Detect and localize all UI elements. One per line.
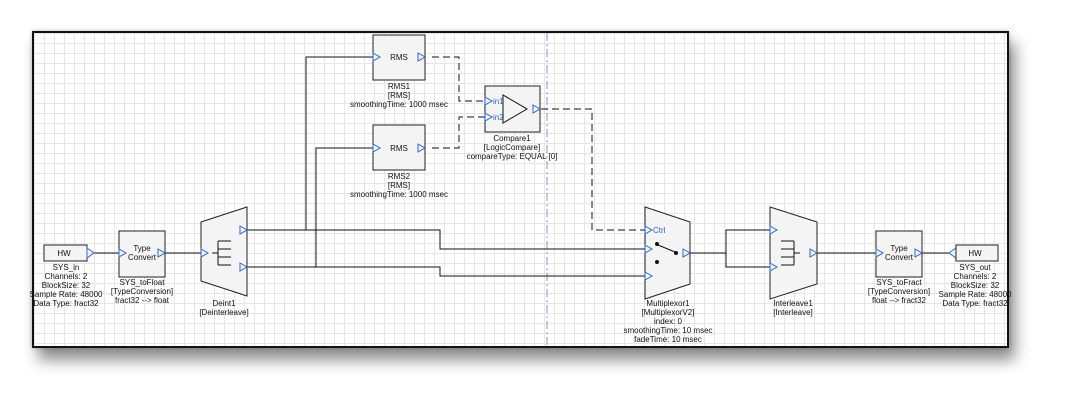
block-param: BlockSize: 32 — [951, 281, 1000, 290]
input-pin-icon[interactable] — [769, 262, 779, 272]
wires — [94, 56, 949, 277]
output-pin-icon[interactable] — [157, 248, 167, 258]
block-param: Sample Rate: 48000 — [939, 290, 1012, 299]
block-deint1[interactable]: Deint1 [Deinterleave] — [199, 206, 249, 317]
block-type: [Deinterleave] — [199, 308, 248, 317]
wire-interleave-loop-bot[interactable] — [725, 253, 770, 268]
input-pin-icon[interactable] — [644, 244, 654, 254]
block-inner-label: Type — [890, 244, 908, 253]
block-param: fract32 --> float — [115, 296, 170, 305]
block-inner-label: RMS — [390, 53, 408, 62]
block-type: [LogicCompare] — [484, 143, 540, 152]
block-sys-in[interactable]: HW SYS_in Channels: 2 BlockSize: 32 Samp… — [30, 244, 103, 308]
output-pin-icon[interactable] — [239, 225, 249, 235]
block-name: Multiplexor1 — [646, 299, 690, 308]
input-pin-icon[interactable] — [769, 225, 779, 235]
deinterleave-icon — [212, 240, 231, 266]
block-type: [RMS] — [388, 181, 410, 190]
input-pin-icon[interactable] — [372, 143, 382, 153]
block-type: [MultiplexorV2] — [642, 308, 695, 317]
input-pin-icon[interactable] — [200, 248, 210, 258]
block-inner-label: HW — [57, 249, 71, 258]
output-pin-icon[interactable] — [239, 262, 249, 272]
block-param: smoothingTime: 10 msec — [623, 326, 712, 335]
block-interleave1[interactable]: Interleave1 [Interleave] — [769, 206, 819, 317]
input-pin-icon[interactable] — [118, 248, 128, 258]
output-pin-icon[interactable] — [86, 247, 95, 259]
block-param: float --> fract32 — [872, 296, 927, 305]
wire-compare-to-ctrl[interactable] — [541, 108, 645, 231]
block-param: Channels: 2 — [954, 272, 997, 281]
block-sys-tofract[interactable]: Type Convert SYS_toFract [TypeConversion… — [868, 230, 930, 305]
wire-to-rms2[interactable] — [315, 147, 373, 267]
output-pin-icon[interactable] — [809, 248, 819, 258]
block-param: index: 0 — [654, 317, 683, 326]
block-sys-tofloat[interactable]: Type Convert SYS_toFloat [TypeConversion… — [111, 230, 173, 305]
comparator-icon — [502, 94, 528, 124]
wire-deint-bot-to-mux[interactable] — [247, 266, 645, 277]
block-name: SYS_toFloat — [120, 278, 166, 287]
block-param: smoothingTime: 1000 msec — [350, 100, 448, 109]
block-type: [TypeConversion] — [868, 287, 930, 296]
block-name: SYS_in — [53, 263, 80, 272]
block-param: smoothingTime: 1000 msec — [350, 190, 448, 199]
block-name: SYS_out — [959, 263, 991, 272]
input-pin-icon[interactable] — [875, 248, 885, 258]
block-sys-out[interactable]: HW SYS_out Channels: 2 BlockSize: 32 Sam… — [939, 244, 1012, 308]
output-pin-icon[interactable] — [417, 143, 427, 153]
block-type: [TypeConversion] — [111, 287, 173, 296]
block-name: Interleave1 — [773, 299, 813, 308]
block-type: [RMS] — [388, 91, 410, 100]
pin-label: Ctrl — [653, 226, 666, 235]
block-rms2[interactable]: RMS RMS2 [RMS] smoothingTime: 1000 msec — [350, 124, 448, 199]
input-pin-icon[interactable] — [644, 225, 654, 235]
input-pin-icon[interactable] — [644, 271, 654, 281]
block-param: Data Type: fract32 — [33, 299, 99, 308]
output-pin-icon[interactable] — [682, 248, 692, 258]
input-pin-icon[interactable] — [372, 52, 382, 62]
block-param: Channels: 2 — [45, 272, 88, 281]
block-name: SYS_toFract — [876, 278, 922, 287]
pin-label: in1 — [493, 97, 504, 106]
block-name: Compare1 — [493, 134, 531, 143]
block-multiplexor1[interactable]: Ctrl Multiplexor1 [MultiplexorV2] index:… — [623, 206, 713, 344]
block-inner-label: HW — [968, 249, 982, 258]
block-inner-label: Type — [133, 244, 151, 253]
block-name: Deint1 — [212, 299, 236, 308]
output-pin-icon[interactable] — [914, 248, 924, 258]
block-rms1[interactable]: RMS RMS1 [RMS] smoothingTime: 1000 msec — [350, 34, 448, 109]
block-param: Data Type: fract32 — [942, 299, 1008, 308]
switch-icon — [655, 242, 678, 264]
block-compare1[interactable]: in1 in2 Compare1 [LogicCompare] compareT… — [467, 85, 558, 161]
wire-rms1-to-compare[interactable] — [432, 56, 485, 102]
diagram-canvas[interactable] — [32, 31, 1009, 348]
pin-label: in2 — [493, 113, 504, 122]
wire-deint-top-to-mux[interactable] — [247, 229, 645, 250]
block-name: RMS1 — [388, 82, 411, 91]
block-param: fadeTime: 10 msec — [634, 335, 702, 344]
interleave-icon — [781, 240, 800, 266]
block-type: [Interleave] — [773, 308, 813, 317]
wire-rms2-to-compare[interactable] — [432, 116, 485, 149]
block-name: RMS2 — [388, 172, 411, 181]
block-param: Sample Rate: 48000 — [30, 290, 103, 299]
wire-interleave-loop-top[interactable] — [725, 229, 770, 253]
block-inner-label: Convert — [885, 253, 914, 262]
block-inner-label: Convert — [128, 253, 157, 262]
block-param: compareType: EQUAL [0] — [467, 152, 558, 161]
output-pin-icon[interactable] — [532, 104, 542, 114]
wire-to-rms1[interactable] — [305, 56, 373, 230]
input-pin-icon[interactable] — [484, 112, 494, 122]
block-param: BlockSize: 32 — [42, 281, 91, 290]
input-pin-icon[interactable] — [484, 96, 494, 106]
input-pin-icon[interactable] — [948, 247, 957, 259]
output-pin-icon[interactable] — [417, 52, 427, 62]
block-inner-label: RMS — [390, 144, 408, 153]
